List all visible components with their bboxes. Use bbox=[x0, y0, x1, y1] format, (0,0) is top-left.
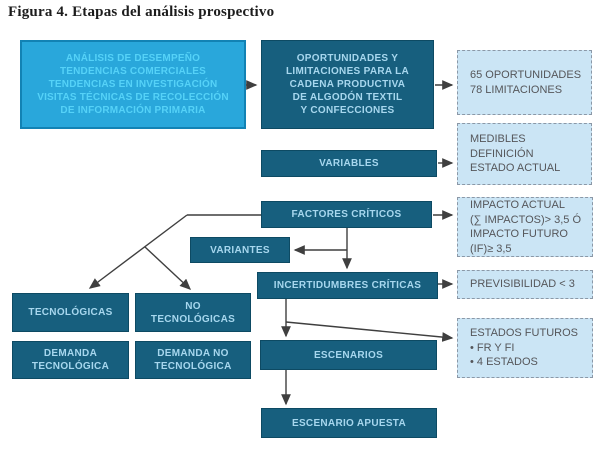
node-no-tecnologicas: NO TECNOLÓGICAS bbox=[135, 293, 251, 332]
node-incertidumbres-criticas: INCERTIDUMBRES CRÍTICAS bbox=[257, 272, 438, 299]
result-estados-futuros: ESTADOS FUTUROS • FR Y FI • 4 ESTADOS bbox=[457, 318, 593, 378]
node-escenario-apuesta: ESCENARIO APUESTA bbox=[261, 408, 437, 438]
node-demanda-no-tecnologica: DEMANDA NO TECNOLÓGICA bbox=[135, 341, 251, 379]
node-tecnologicas: TECNOLÓGICAS bbox=[12, 293, 129, 332]
node-variables: VARIABLES bbox=[261, 150, 437, 177]
result-variables: MEDIBLES DEFINICIÓN ESTADO ACTUAL bbox=[457, 123, 592, 185]
arrow-to-estados-futuros bbox=[285, 321, 454, 342]
result-factores-criticos: IMPACTO ACTUAL (∑ IMPACTOS)> 3,5 Ó IMPAC… bbox=[457, 197, 593, 257]
node-oportunidades-limitaciones: OPORTUNIDADES Y LIMITACIONES PARA LA CAD… bbox=[261, 40, 434, 129]
node-escenarios: ESCENARIOS bbox=[260, 340, 437, 370]
figure-title: Figura 4. Etapas del análisis prospectiv… bbox=[8, 4, 275, 20]
arrow-to-no-tecnologicas bbox=[144, 246, 192, 290]
node-factores-criticos: FACTORES CRÍTICOS bbox=[261, 201, 432, 228]
node-variantes: VARIANTES bbox=[190, 237, 290, 263]
node-demanda-tecnologica: DEMANDA TECNOLÓGICA bbox=[12, 341, 129, 379]
arrow-to-tecnologicas bbox=[88, 214, 188, 289]
node-analisis-desempeno: ANÁLISIS DE DESEMPEÑO TENDENCIAS COMERCI… bbox=[20, 40, 246, 129]
result-oportunidades-limitaciones: 65 OPORTUNIDADES 78 LIMITACIONES bbox=[457, 50, 592, 115]
result-previsibilidad: PREVISIBILIDAD < 3 bbox=[457, 270, 593, 299]
